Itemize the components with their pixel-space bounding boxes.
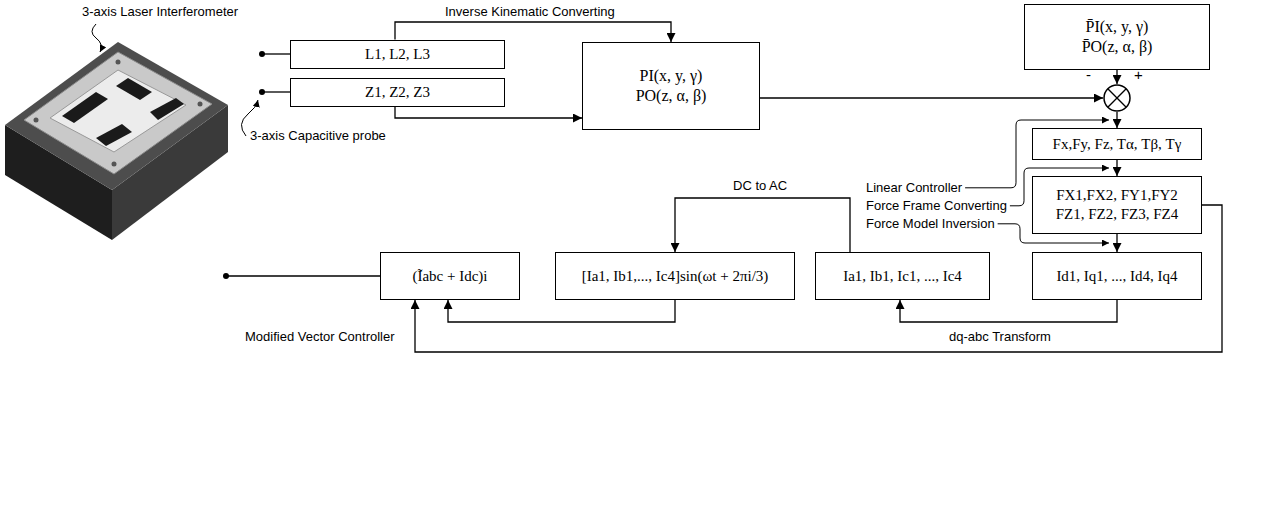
sign-symbol: +	[1134, 67, 1143, 82]
connector-arrow	[760, 97, 1103, 98]
box-text: (Ĩabc + Idc)i	[412, 267, 487, 286]
stage-opening	[50, 70, 186, 152]
connector-arrow	[1116, 160, 1117, 176]
box-text: PI(x, y, γ)	[640, 66, 703, 86]
annotation-label: 3-axis Laser Interferometer	[82, 4, 238, 20]
annotation-label: Linear Controller	[866, 180, 962, 196]
process-box: Fx,Fy, Fz, Tα, Tβ, Tγ	[1032, 128, 1202, 160]
connector-arrow	[675, 198, 850, 252]
edge-label: DC to AC	[731, 178, 789, 194]
box-text: PO(z, α, β)	[636, 86, 707, 106]
sign-symbol: -	[1086, 67, 1091, 82]
connector-arrow	[1116, 112, 1117, 128]
box-text: P̄I(x, y, γ)	[1086, 17, 1149, 37]
screw	[34, 118, 39, 123]
connector-arrow	[1116, 234, 1117, 252]
junction-cross	[1108, 89, 1126, 107]
junction-cross	[1108, 89, 1126, 107]
screw	[198, 102, 203, 107]
stage-photo	[5, 42, 228, 240]
annotation-label: Force Frame Converting	[866, 198, 1007, 214]
actuator-block	[62, 92, 108, 123]
junction-outline	[1103, 84, 1131, 112]
edge-label: dq-abc Transform	[947, 329, 1053, 345]
box-text: [Ia1, Ib1,..., Ic4]sin(ωt + 2πi/3)	[582, 267, 769, 286]
terminal-dot	[223, 273, 229, 279]
process-box: PI(x, y, γ)PO(z, α, β)	[582, 42, 760, 130]
signal-wire	[226, 275, 380, 276]
connector-arrow	[900, 300, 1117, 322]
box-text: FZ1, FZ2, FZ3, FZ4	[1056, 205, 1179, 224]
terminal-dot	[259, 51, 265, 57]
screw	[112, 162, 117, 167]
signal-wire	[262, 53, 290, 54]
annotation-label: Force Model Inversion	[866, 216, 995, 232]
process-box: L1, L2, L3	[290, 40, 505, 69]
process-box: [Ia1, Ib1,..., Ic4]sin(ωt + 2πi/3)	[555, 252, 795, 300]
process-box: FX1,FX2, FY1,FY2FZ1, FZ2, FZ3, FZ4	[1032, 176, 1202, 234]
junction-circle	[1104, 85, 1130, 111]
stage-frame	[24, 52, 212, 174]
box-text: Ia1, Ib1, Ic1, ..., Ic4	[843, 267, 962, 286]
process-box: Id1, Iq1, ..., Id4, Iq4	[1032, 252, 1202, 300]
actuator-block	[150, 98, 184, 120]
box-text: Id1, Iq1, ..., Id4, Iq4	[1056, 267, 1177, 286]
actuator-block	[96, 124, 132, 146]
edge-label: Modified Vector Controller	[243, 329, 397, 345]
summing-junction: -+	[1103, 84, 1131, 112]
connector-arrow	[448, 300, 675, 322]
box-text: Z1, Z2, Z3	[365, 83, 430, 102]
leader-line	[92, 24, 101, 52]
box-text: Fx,Fy, Fz, Tα, Tβ, Tγ	[1053, 135, 1182, 154]
process-box: (Ĩabc + Idc)i	[380, 252, 520, 300]
base-top	[5, 42, 228, 190]
connector-arrow	[395, 107, 582, 119]
process-box: Z1, Z2, Z3	[290, 78, 505, 107]
connector-arrow	[1116, 70, 1117, 84]
box-text: FX1,FX2, FY1,FY2	[1056, 186, 1178, 205]
annotation-label: 3-axis Capacitive probe	[250, 128, 386, 144]
terminal-dot	[259, 89, 265, 95]
edge-label: Inverse Kinematic Converting	[443, 4, 617, 20]
process-box: P̄I(x, y, γ)P̄O(z, α, β)	[1024, 4, 1210, 70]
box-text: P̄O(z, α, β)	[1082, 37, 1153, 57]
signal-wire	[262, 91, 290, 92]
screw	[116, 60, 121, 65]
box-text: L1, L2, L3	[365, 45, 430, 64]
process-box: Ia1, Ib1, Ic1, ..., Ic4	[815, 252, 990, 300]
actuator-block	[116, 78, 152, 100]
